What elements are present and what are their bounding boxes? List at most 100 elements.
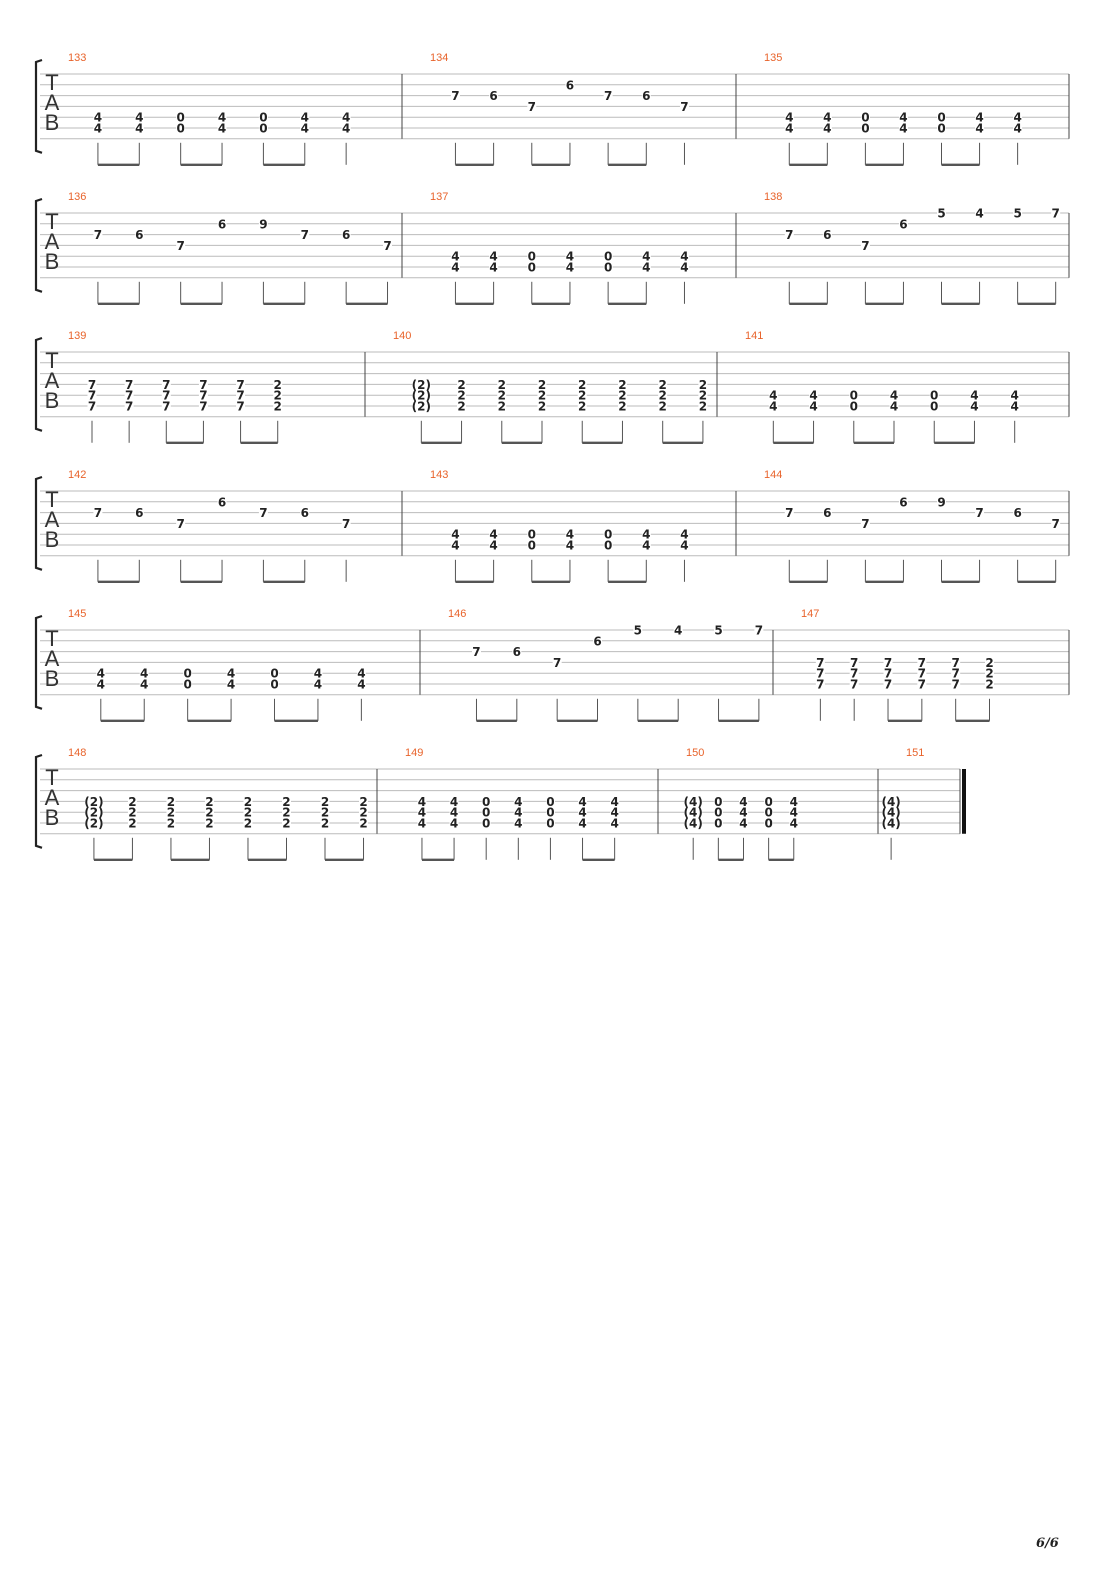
fret-backdrop [356,679,366,689]
fret-backdrop [359,807,369,818]
fret-number: 7 [176,239,184,253]
fret-number: 4 [301,122,309,136]
fret-backdrop [898,218,908,229]
fret-backdrop [166,807,176,818]
fret-number: 2 [457,389,465,403]
fret-number: 7 [850,667,858,681]
fret-backdrop [489,540,499,550]
fret-backdrop [497,401,507,411]
fret-number: 2 [578,389,586,403]
fret-number: 0 [270,678,278,692]
fret-number: 2 [321,806,329,820]
fret-backdrop [124,390,134,401]
fret-number: 7 [236,400,244,414]
fret-backdrop [617,379,627,390]
fret-number: 7 [884,667,892,681]
fret-backdrop [937,208,947,218]
fret-number: 7 [94,228,102,242]
fret-backdrop [134,123,144,133]
fret-number: 7 [199,389,207,403]
fret-number: 2 [618,400,626,414]
fret-number: 4 [342,111,350,125]
fret-number: 2 [359,795,367,809]
fret-backdrop [243,796,253,807]
fret-backdrop [860,123,870,133]
fret-number: 4 [790,817,798,831]
fret-backdrop [359,796,369,807]
fret-backdrop [610,807,620,818]
fret-backdrop [273,401,283,411]
fret-number: 4 [790,795,798,809]
fret-backdrop [593,635,603,646]
fret-number: 4 [566,539,574,553]
measure-number: 139 [68,330,86,342]
fret-number: 0 [183,678,191,692]
fret-number: 2 [205,806,213,820]
fret-number: 7 [850,678,858,692]
fret-backdrop [1013,123,1023,133]
fret-number: (4) [881,795,900,809]
fret-number: 7 [785,506,793,520]
fret-number: 4 [357,667,365,681]
fret-backdrop [1051,208,1061,218]
fret-number: 0 [259,111,267,125]
fret-number: 4 [975,207,983,221]
fret-number: 0 [861,111,869,125]
fret-number: 4 [451,250,459,264]
fret-number: 7 [199,378,207,392]
fret-number: 5 [634,624,642,638]
fret-number: 7 [604,89,612,103]
fret-backdrop [87,401,97,411]
fret-backdrop [161,401,171,411]
fret-backdrop [768,390,778,401]
tab-clef-letter: B [45,527,60,552]
fret-backdrop [917,668,927,679]
fret-backdrop [883,657,893,668]
measure-number: 143 [430,469,448,481]
fret-backdrop [313,668,323,679]
fret-backdrop [273,390,283,401]
fret-backdrop [951,657,961,668]
tab-clef-letter: T [45,209,58,234]
fret-number: 4 [97,667,105,681]
measure-number: 135 [764,52,782,64]
fret-backdrop [450,90,460,101]
fret-number: 7 [680,100,688,114]
fret-backdrop [815,679,825,689]
fret-backdrop [565,262,575,272]
fret-backdrop [577,379,587,390]
fret-backdrop [457,379,467,390]
fret-number: 5 [1013,207,1021,221]
fret-backdrop [849,679,859,689]
fret-backdrop [985,657,995,668]
fret-backdrop [84,796,103,807]
fret-number: 4 [489,539,497,553]
fret-number: 7 [975,506,983,520]
fret-backdrop [738,796,748,807]
fret-backdrop [471,646,481,657]
fret-number: 4 [94,122,102,136]
fret-backdrop [217,112,227,123]
fret-number: 4 [975,111,983,125]
fret-backdrop [975,112,985,123]
fret-number: 4 [823,111,831,125]
fret-backdrop [512,646,522,657]
fret-number: 4 [514,806,522,820]
fret-number: 4 [218,122,226,136]
fret-number: 7 [383,239,391,253]
fret-backdrop [937,112,947,123]
fret-backdrop [359,818,369,828]
fret-number: 4 [357,678,365,692]
fret-backdrop [449,796,459,807]
fret-backdrop [243,818,253,828]
fret-backdrop [641,529,651,540]
fret-backdrop [457,390,467,401]
fret-backdrop [161,379,171,390]
fret-number: 2 [244,795,252,809]
fret-number: 4 [642,539,650,553]
fret-backdrop [658,379,668,390]
fret-backdrop [738,818,748,828]
fret-backdrop [545,796,555,807]
fret-number: 0 [930,400,938,414]
fret-backdrop [929,390,939,401]
